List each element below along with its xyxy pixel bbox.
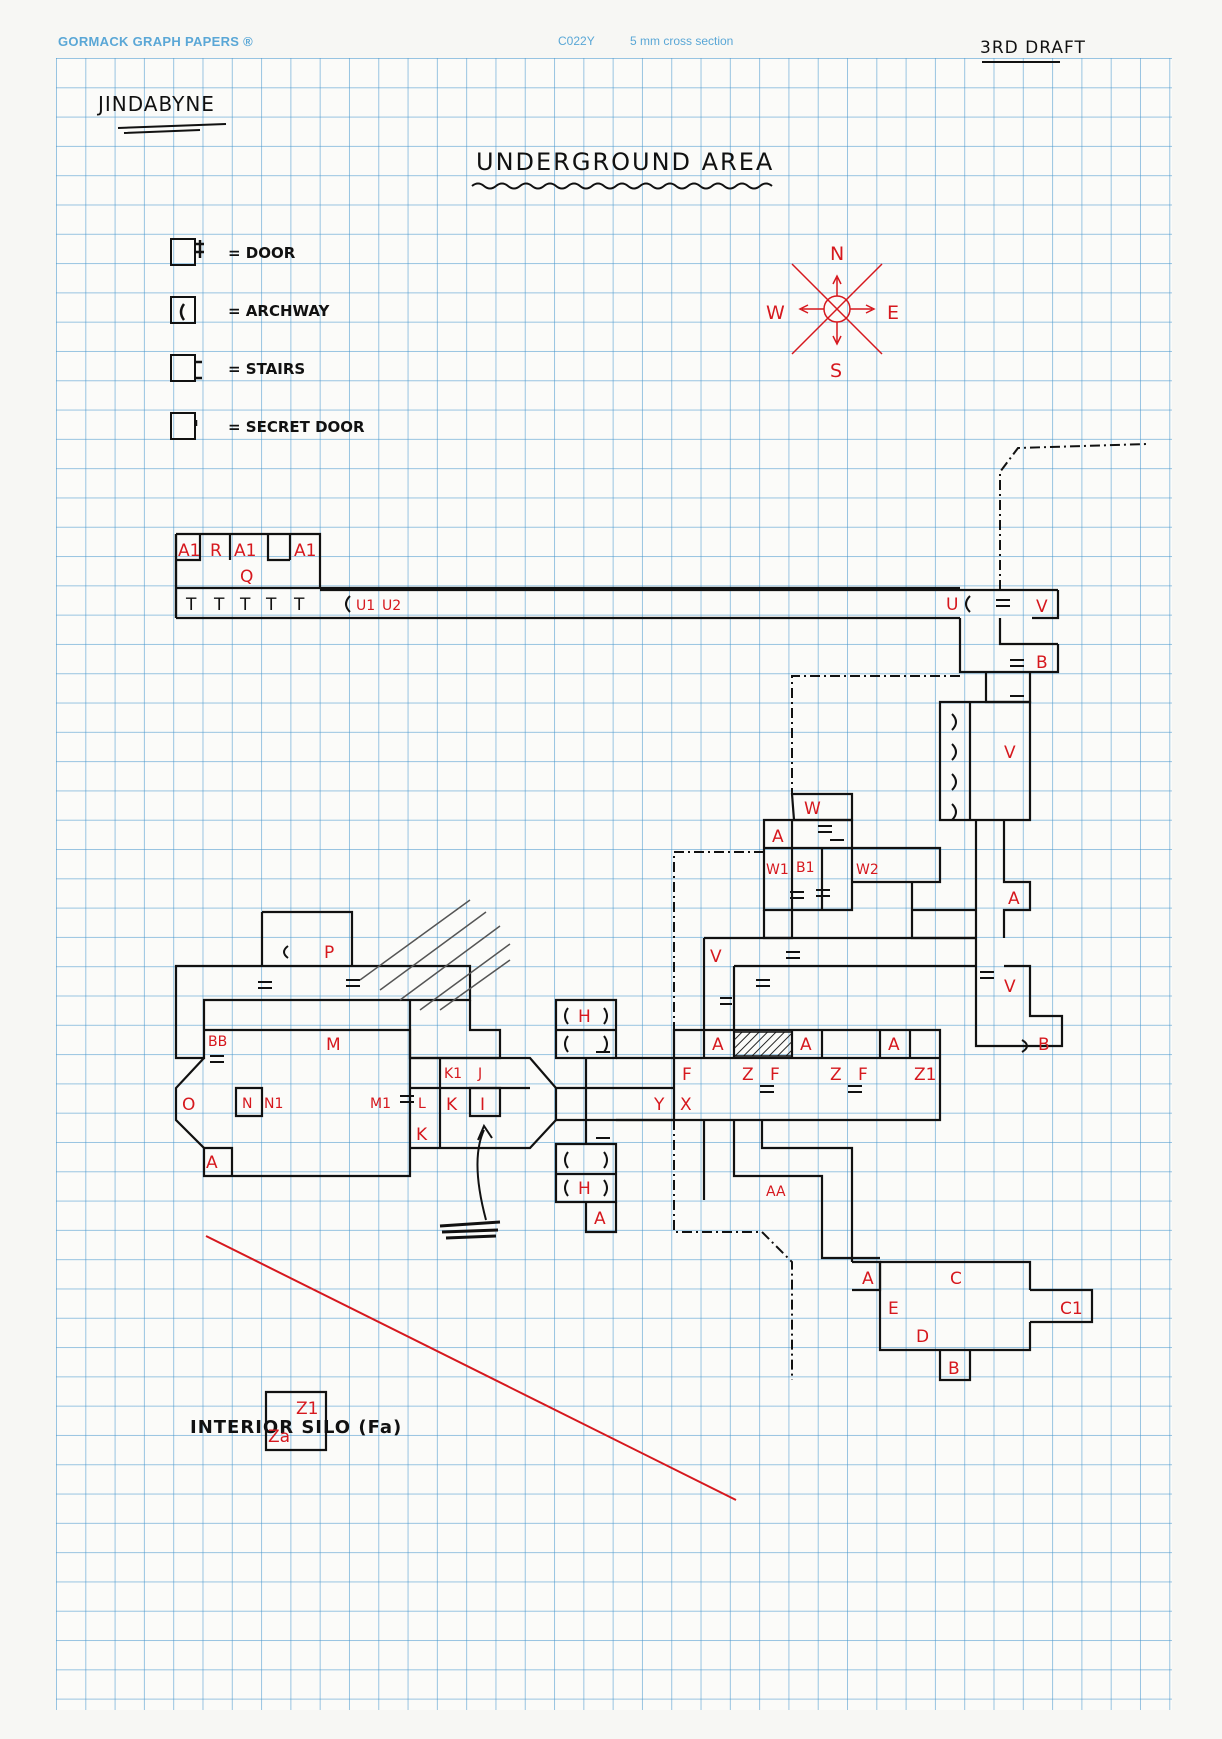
room-label-c: C (950, 1269, 962, 1289)
compass-west: W (766, 302, 785, 324)
room-label-y: Y (653, 1095, 665, 1115)
room-label-silo-za: Za (268, 1427, 290, 1447)
archway-symbol-icon (170, 296, 196, 324)
legend-door-label: = DOOR (228, 244, 296, 262)
room-label-b1-w: B1 (796, 860, 815, 876)
red-diagonal-line (205, 1235, 737, 1501)
room-label-aa: AA (766, 1184, 786, 1200)
room-label-a-e: A (1008, 889, 1020, 909)
room-label-d: D (916, 1327, 929, 1347)
room-label-a1-1: A1 (178, 541, 200, 561)
room-label-a-c: A (862, 1269, 874, 1289)
room-label-silo-z1: Z1 (296, 1399, 318, 1419)
room-label-b3: B (948, 1359, 960, 1379)
stairs-symbol-icon (170, 354, 196, 382)
room-label-bb: BB (208, 1034, 227, 1050)
room-label-e: E (888, 1299, 899, 1319)
room-label-k-top: K (446, 1095, 458, 1115)
secret-passages (673, 443, 1147, 1380)
compass-rose-icon (791, 263, 883, 355)
underlines (117, 61, 1060, 190)
room-label-p: P (324, 943, 334, 963)
room-label-v1: V (1036, 597, 1048, 617)
hatched-areas (359, 899, 793, 1057)
room-label-l: L (418, 1096, 426, 1112)
room-label-v2: V (1004, 743, 1016, 763)
room-label-w1: W1 (766, 862, 789, 878)
room-label-f1: F (682, 1065, 692, 1085)
room-label-a-g1: A (712, 1035, 724, 1055)
room-label-t5: T (293, 595, 305, 615)
room-label-v3: V (710, 947, 722, 967)
arrow-to-i (476, 1123, 493, 1221)
draft-label: 3RD DRAFT (980, 38, 1086, 58)
room-label-u1: U1 (356, 598, 375, 614)
map-title: UNDERGROUND AREA (476, 148, 775, 176)
paper-section: 5 mm cross section (630, 34, 734, 48)
paper-brand: GORMACK GRAPH PAPERS ® (58, 34, 254, 49)
room-label-c1: C1 (1060, 1299, 1083, 1319)
map-walls (174, 532, 1094, 1452)
door-symbol-icon (170, 238, 196, 266)
room-label-t1: T (185, 595, 197, 615)
room-label-f2: F (770, 1065, 780, 1085)
room-label-u: U (946, 595, 958, 615)
compass-north: N (830, 243, 844, 265)
room-label-q: Q (240, 567, 253, 587)
room-label-v4: V (1004, 977, 1016, 997)
silo-title: INTERIOR SILO (Fa) (190, 1417, 403, 1438)
compass-east: E (887, 302, 899, 324)
compass-south: S (830, 360, 842, 382)
room-label-j: J (477, 1066, 482, 1082)
room-label-z1: Z1 (914, 1065, 936, 1085)
room-label-a-g2: A (800, 1035, 812, 1055)
room-label-k-bot: K (416, 1125, 428, 1145)
room-label-b2: B (1038, 1035, 1050, 1055)
room-label-b1: B (1036, 653, 1048, 673)
room-labels: A1 R A1 A1 Q T T T T T U1 U2 U V B V W A… (178, 541, 1083, 1447)
room-label-n: N (242, 1096, 252, 1112)
room-label-n1: N1 (264, 1096, 283, 1112)
room-label-a-w: A (772, 827, 784, 847)
room-label-a-sw: A (206, 1153, 218, 1173)
room-label-o: O (182, 1095, 195, 1115)
room-label-k1: K1 (444, 1066, 462, 1082)
room-label-a1-3: A1 (294, 541, 316, 561)
room-label-a-g3: A (888, 1035, 900, 1055)
legend-stairs-label: = STAIRS (228, 360, 306, 378)
room-label-m1: M1 (370, 1096, 391, 1112)
room-label-r: R (210, 541, 222, 561)
room-label-h2: H (578, 1179, 591, 1199)
room-label-f3: F (858, 1065, 868, 1085)
room-label-t4: T (265, 595, 277, 615)
room-label-t3: T (239, 595, 251, 615)
room-label-m: M (326, 1035, 341, 1055)
room-label-t2: T (213, 595, 225, 615)
legend-secret-door-label: = SECRET DOOR (228, 418, 365, 436)
room-label-x: X (680, 1095, 692, 1115)
room-label-h1: H (578, 1007, 591, 1027)
door-marks (210, 595, 1028, 1197)
room-label-a1-2: A1 (234, 541, 256, 561)
graph-grid (56, 58, 1172, 1710)
room-label-w2: W2 (856, 862, 879, 878)
room-label-i: I (480, 1095, 485, 1115)
room-label-u2: U2 (382, 598, 401, 614)
paper-code: C022Y (558, 34, 595, 48)
legend-archway-label: = ARCHWAY (228, 302, 330, 320)
room-label-a-h: A (594, 1209, 606, 1229)
room-label-w: W (804, 799, 821, 819)
room-label-z-2: Z (830, 1065, 842, 1085)
room-label-z-1: Z (742, 1065, 754, 1085)
legend-symbol-details (179, 240, 204, 426)
place-name: JINDABYNE (98, 92, 215, 116)
scribble-mark (439, 1220, 501, 1240)
